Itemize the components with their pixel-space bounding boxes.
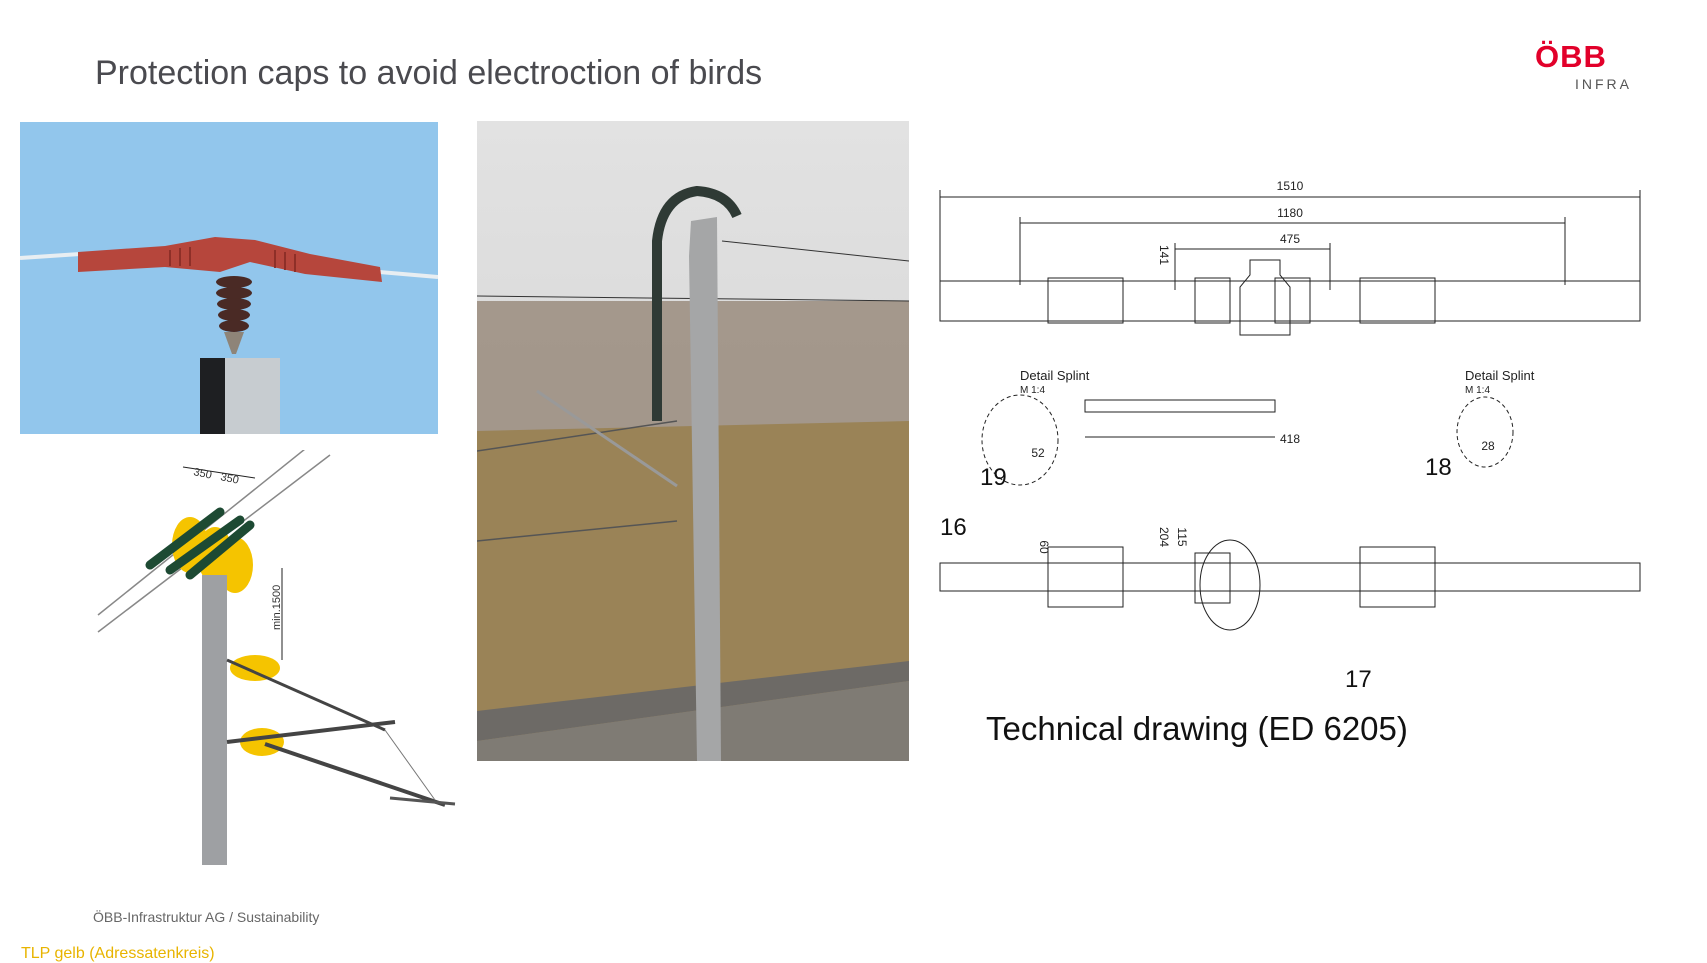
detail-scale-left: M 1:4 — [1020, 385, 1045, 396]
dim-1180: 1180 — [1277, 206, 1303, 220]
dim-350-b: 350 — [219, 471, 239, 487]
dim-1510: 1510 — [1277, 179, 1304, 193]
photo-mast-with-caps — [477, 121, 909, 761]
slide-title: Protection caps to avoid electroction of… — [95, 54, 763, 92]
dim-60: 60 — [1037, 540, 1051, 554]
ref-16: 16 — [940, 514, 967, 541]
technical-drawing-ed6205: 1510 1180 475 141 418 52 28 60 204 115 D… — [939, 179, 1641, 693]
dim-28: 28 — [1481, 439, 1495, 453]
dim-350-a: 350 — [192, 466, 212, 482]
ref-18: 18 — [1425, 454, 1452, 481]
diagram-3d-mast: 350 350 min.1500 — [97, 450, 456, 865]
dim-418: 418 — [1280, 432, 1300, 446]
dim-115: 115 — [1175, 527, 1189, 546]
photo-red-protection-cap — [20, 122, 438, 434]
logo-sub: INFRA — [1575, 76, 1632, 92]
footer-text: ÖBB-Infrastruktur AG / Sustainability — [93, 909, 320, 925]
detail-label-right: Detail Splint — [1465, 368, 1535, 383]
dim-204: 204 — [1157, 527, 1171, 547]
logo-brand: ÖBB — [1535, 39, 1607, 74]
tlp-classification: TLP gelb (Adressatenkreis) — [21, 945, 215, 962]
dim-52: 52 — [1031, 446, 1045, 460]
dim-min-1500: min.1500 — [271, 585, 283, 630]
obb-infra-logo: ÖBB INFRA — [1535, 40, 1635, 96]
technical-drawing-caption: Technical drawing (ED 6205) — [986, 710, 1408, 747]
dim-475: 475 — [1280, 232, 1300, 246]
detail-label-left: Detail Splint — [1020, 368, 1090, 383]
ref-17: 17 — [1345, 666, 1372, 693]
ref-19: 19 — [980, 464, 1007, 491]
dim-141: 141 — [1157, 245, 1171, 265]
detail-scale-right: M 1:4 — [1465, 385, 1490, 396]
